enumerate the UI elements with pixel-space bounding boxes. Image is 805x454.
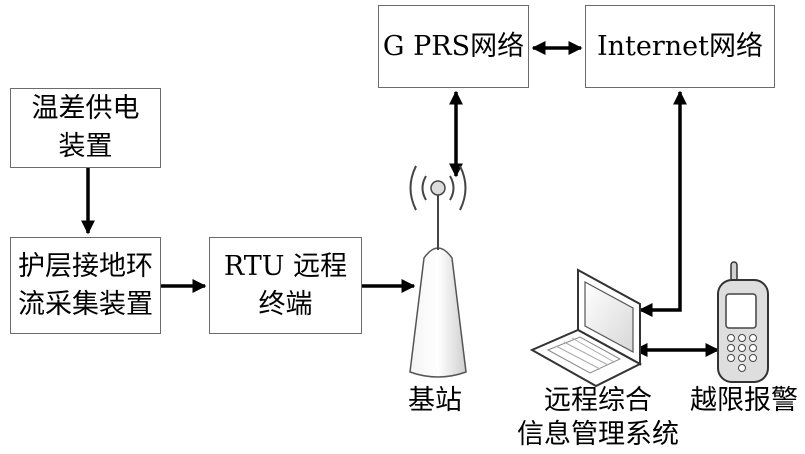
arrow-internet-laptop — [638, 90, 687, 317]
rtu-terminal-label: RTU 远程终端 — [223, 250, 348, 320]
management-system-label-line1: 远程综合 — [544, 385, 652, 416]
rtu-terminal-box: RTU 远程终端 — [209, 237, 362, 334]
management-system-label: 远程综合 信息管理系统 — [498, 384, 698, 452]
sheath-current-collector-box: 护层接地环流采集装置 — [10, 237, 161, 334]
base-station-tower-icon — [409, 165, 467, 378]
alarm-label: 越限报警 — [690, 385, 798, 416]
temp-power-supply-label: 温差供电装置 — [31, 93, 140, 162]
sheath-current-collector-label: 护层接地环流采集装置 — [18, 250, 153, 320]
management-system-label-line2: 信息管理系统 — [517, 419, 679, 450]
base-station-label: 基站 — [408, 385, 462, 416]
gprs-network-box: G PRS网络 — [378, 5, 529, 88]
mobile-phone-icon — [717, 261, 769, 383]
internet-network-label: Internet网络 — [596, 30, 763, 62]
gprs-network-label: G PRS网络 — [382, 30, 525, 62]
temp-power-supply-box: 温差供电装置 — [10, 88, 161, 168]
laptop-icon — [529, 268, 643, 388]
internet-network-box: Internet网络 — [585, 5, 775, 88]
